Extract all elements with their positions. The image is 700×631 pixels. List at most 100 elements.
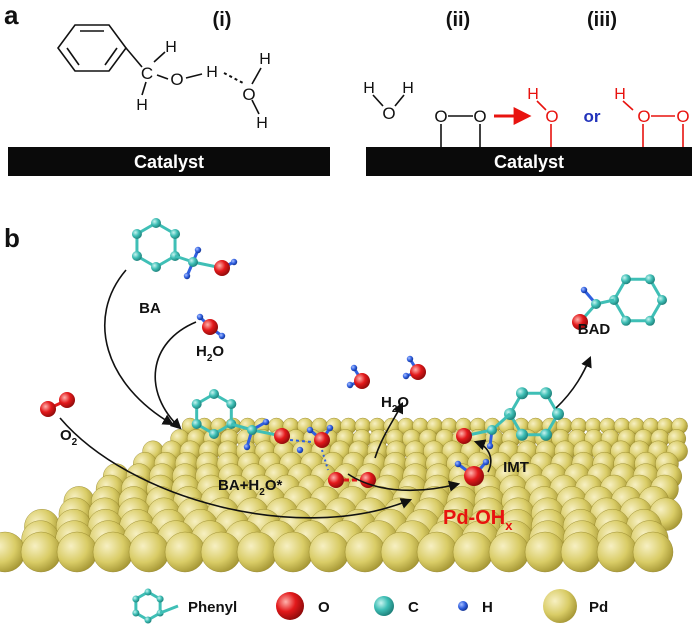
legend-carbon-icon — [374, 596, 394, 616]
water-molecule — [346, 364, 370, 389]
oxygen-atom — [328, 472, 344, 488]
atom-label-o-3: O — [382, 104, 395, 123]
benzaldehyde-molecule — [572, 274, 667, 330]
oxygen-atom — [456, 428, 472, 444]
label-h2o-2: H2O — [381, 394, 409, 415]
hydrogen-atom — [346, 381, 354, 389]
carbon-atom — [191, 419, 202, 429]
legend-label-c: C — [408, 599, 419, 616]
atom-label-h-9: H — [614, 86, 626, 103]
oxygen-atom — [314, 432, 330, 448]
pd-atom — [20, 531, 62, 573]
carbon-atom — [131, 229, 142, 239]
catalyst-label-right: Catalyst — [494, 152, 564, 172]
water-molecule-ii — [372, 94, 405, 107]
carbon-atom — [247, 425, 257, 435]
carbon-atom — [151, 218, 161, 228]
carbon-atom — [191, 399, 202, 409]
carbon-atom — [188, 257, 198, 267]
carbon-atom — [621, 315, 631, 326]
or-label: or — [584, 107, 601, 126]
carbon-atom — [552, 408, 564, 420]
pd-atom — [524, 531, 566, 573]
carbon-atom — [132, 609, 140, 617]
catalyst-label-left: Catalyst — [134, 152, 204, 172]
atom-label-o-5: O — [473, 107, 486, 126]
adsorbed-oh-iii — [536, 100, 552, 147]
arrow-water-release — [374, 401, 404, 459]
arrow-water-to-surface — [154, 321, 197, 430]
pd-atom — [560, 531, 602, 573]
hydrogen-atom — [306, 426, 314, 434]
oxygen-atom — [410, 364, 426, 380]
hydrogen-atom — [402, 372, 410, 380]
imt-molecule — [456, 387, 564, 450]
hydrogen-bond — [289, 439, 313, 443]
atom-label-h-5: H — [256, 115, 268, 132]
adsorbed-ooh-iii — [622, 100, 684, 147]
oxygen-atom — [202, 319, 218, 335]
atom-label-o-4: O — [434, 107, 447, 126]
label-h2o-1: H2O — [196, 343, 224, 364]
hydrogen-atom — [194, 246, 202, 254]
dissociation-line — [321, 449, 329, 471]
legend: Phenyl O C H Pd — [132, 588, 608, 624]
carbon-atom — [657, 295, 667, 305]
legend-label-phenyl: Phenyl — [188, 599, 237, 616]
hydrogen-atom — [243, 443, 251, 451]
oxygen-atom — [59, 392, 75, 408]
pd-atom — [308, 531, 350, 573]
atom-label-h-6: H — [363, 80, 375, 97]
atom-label-c: C — [141, 64, 153, 83]
carbon-atom — [170, 229, 181, 239]
hydrogen-atom — [183, 272, 191, 280]
benzene-ring — [57, 24, 127, 72]
carbon-atom — [591, 299, 601, 309]
water-molecule — [196, 313, 226, 340]
arrow-imt-to-bad — [555, 355, 592, 409]
hydrogen-atom — [580, 286, 588, 294]
carbon-atom — [645, 274, 655, 285]
pd-atom — [56, 531, 98, 573]
hydrogen-atom — [350, 364, 358, 372]
pd-atom — [380, 531, 422, 573]
carbon-atom — [226, 399, 237, 409]
label-pd-ohx: Pd-OHx — [443, 507, 513, 533]
atom-label-o-1: O — [170, 70, 183, 89]
carbon-atom — [621, 274, 631, 285]
legend-hydrogen-icon — [458, 601, 468, 611]
oxygen-atom — [464, 466, 484, 486]
hydrogen-atom — [406, 355, 414, 363]
hydrogen-atom — [196, 313, 204, 321]
oxygen-atom — [40, 401, 56, 417]
hydrogen-atom — [230, 258, 238, 266]
section-label-i: (i) — [213, 9, 232, 31]
atom-label-o-2: O — [242, 85, 255, 104]
section-label-ii: (ii) — [446, 9, 470, 31]
oxygen-atom — [214, 260, 230, 276]
carbon-atom — [131, 251, 142, 261]
legend-label-h: H — [482, 599, 493, 616]
adsorbed-o2 — [328, 472, 376, 488]
hydrogen-atom — [262, 418, 270, 426]
atom-label-h-1: H — [165, 39, 177, 56]
arrow-oh-to-imt — [473, 439, 492, 473]
pd-atom — [200, 531, 242, 573]
panel-a-label: a — [4, 0, 19, 30]
legend-oxygen-icon — [276, 592, 304, 620]
hydrogen-atom — [326, 424, 334, 432]
atom-label-h-4: H — [259, 51, 271, 68]
o2-molecule — [40, 392, 75, 417]
label-ba-h2o-adsorbed: BA+H2O* — [218, 477, 282, 498]
carbon-atom — [132, 595, 140, 603]
label-o2: O2 — [60, 427, 78, 448]
atom-label-o-7: O — [637, 107, 650, 126]
molecules-layer — [40, 218, 667, 488]
atom-label-o-6: O — [545, 107, 558, 126]
legend-label-o: O — [318, 599, 330, 616]
adsorbed-ba-h2o — [191, 389, 334, 471]
water-molecule — [402, 355, 426, 380]
bond — [159, 604, 179, 615]
adsorbed-o2-ii — [440, 115, 481, 147]
